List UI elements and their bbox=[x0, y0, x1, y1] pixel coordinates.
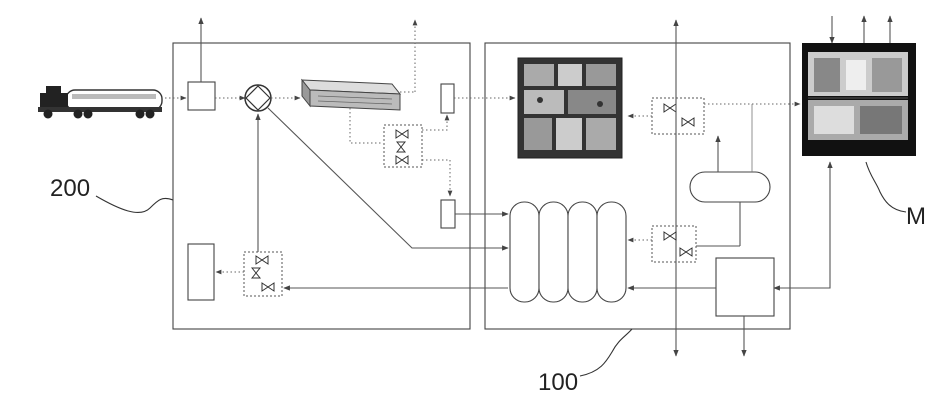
label-100: 100 bbox=[538, 369, 578, 396]
upper-sensor-box bbox=[441, 84, 454, 113]
module-m-icon bbox=[802, 43, 916, 156]
pump-icon bbox=[245, 85, 271, 111]
tanker-truck-icon bbox=[38, 86, 162, 119]
inlet-box bbox=[188, 82, 215, 110]
label-200: 200 bbox=[50, 175, 90, 202]
lower-right-control-box bbox=[716, 258, 774, 316]
label-m: M bbox=[906, 203, 926, 230]
leader-line-200 bbox=[96, 196, 173, 212]
leader-line-100 bbox=[580, 329, 632, 376]
lower-filter-box bbox=[441, 200, 455, 228]
left-storage-box bbox=[188, 244, 214, 300]
vaporizer-unit-icon bbox=[302, 80, 400, 110]
leader-line-m bbox=[866, 162, 906, 212]
horizontal-vessel bbox=[690, 172, 770, 202]
storage-tanks-group bbox=[510, 202, 626, 302]
control-panel-icon bbox=[518, 58, 622, 158]
